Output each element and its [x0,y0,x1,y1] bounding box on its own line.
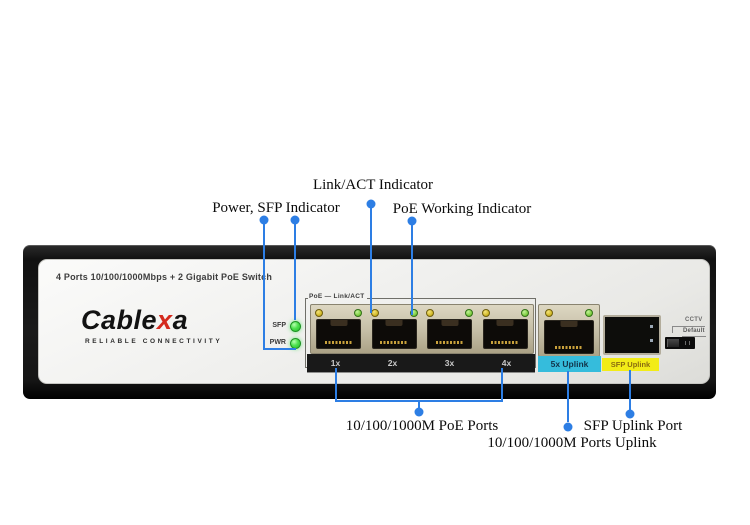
rj45-port-5 [541,307,597,355]
uplink-right-led-icon [585,309,593,317]
callout-dot-sfp [290,215,299,225]
rj45-port-3 [424,307,475,351]
callout-bracket-bottom [334,400,503,402]
sfp-slot-pins [650,325,653,328]
port-label-4x: 4x [501,358,512,368]
rj45-opening [427,319,472,349]
callout-power-sfp-indicator: Power, SFP Indicator [212,200,340,216]
brand-tagline: RELIABLE CONNECTIVITY [85,338,223,345]
port-label-2x: 2x [387,358,398,368]
sfp-port-slot [603,315,661,355]
poe-switch-body: 4 Ports 10/100/1000Mbps + 2 Gigabit PoE … [23,245,716,399]
link-act-led-icon [354,309,362,317]
model-title: 4 Ports 10/100/1000Mbps + 2 Gigabit PoE … [56,272,273,282]
poe-led-icon [315,309,323,317]
mode-dip-switch [665,337,695,349]
rj45-clip-tab [496,320,514,326]
callout-poe-ports: 10/100/1000M PoE Ports [345,418,499,434]
uplink-port-label: 5x Uplink [538,356,601,372]
poe-led-icon [481,309,490,317]
rj45-pins [435,341,464,344]
callout-bracket-stem [417,402,420,409]
uplink-port-cage [538,304,600,357]
rj45-port-4 [480,307,531,351]
callout-dot-uplink-ports [563,422,572,432]
poe-port-group-label: PoE — Link/ACT [308,293,368,300]
callout-link-act-indicator: Link/ACT Indicator [312,177,434,193]
brand-suffix: a [172,305,189,335]
rj45-clip-tab [385,320,403,326]
rj45-pins [380,341,408,344]
callout-dot-poe-ports [414,407,423,417]
dip-switch-tick [685,341,686,345]
callout-line-link-act [370,207,372,313]
callout-line-uplink-ports [566,371,569,422]
rj45-opening [371,319,417,349]
rj45-opening [482,319,528,349]
brand-prefix: Cable [81,305,158,335]
rj45-clip-tab [441,320,458,326]
mode-cctv-bracket-tick [672,326,673,333]
link-act-led-icon [465,309,473,317]
link-act-led-icon [520,309,529,317]
mode-cctv-bracket-line [672,326,705,327]
sfp-port-label: SFP Uplink [602,358,659,371]
poe-led-icon [426,309,434,317]
mode-default-label: Default [683,328,705,334]
callout-dot-sfp-uplink [625,409,634,419]
port-number-strip: 1x 2x 3x 4x [307,354,535,372]
callout-sfp-uplink: SFP Uplink Port [583,418,683,434]
brand-accent-letter: x [157,305,173,335]
rj45-pins [555,346,583,349]
rj45-port-1 [313,307,364,351]
callout-uplink-ports: 10/100/1000M Ports Uplink [487,435,657,451]
port-label-1x: 1x [330,358,341,368]
mode-cctv-label: CCTV [685,317,703,323]
callout-line-power-vertical [262,224,265,350]
uplink-left-led-icon [545,309,553,317]
callout-bracket-left [334,368,337,402]
mode-default-underline [682,336,706,337]
rj45-pins [324,341,353,344]
callout-line-sfp-uplink [628,370,631,410]
rj45-pins [491,341,519,344]
callout-line-poe-working [410,225,413,315]
dip-switch-tick [689,341,690,345]
link-act-led-icon [409,309,418,317]
rj45-clip-tab [330,320,347,326]
callout-dot-poe-working [407,216,416,226]
pwr-led-icon [289,337,301,349]
poe-port-cage [310,304,534,354]
sfp-led-icon [289,320,301,332]
brand-logo: Cablexa [81,307,188,334]
callout-dot-link-act [366,199,376,208]
rj45-opening [544,320,594,354]
rj45-port-2 [369,307,420,351]
port-label-3x: 3x [444,358,455,368]
sfp-led-label: SFP [272,322,286,329]
callout-line-sfp [293,224,296,320]
callout-bracket-right [501,368,503,402]
callout-poe-working-indicator: PoE Working Indicator [392,201,532,217]
poe-led-icon [370,309,379,317]
callout-dot-power [259,215,268,225]
callout-line-power-elbow [262,348,296,350]
switch-faceplate: 4 Ports 10/100/1000Mbps + 2 Gigabit PoE … [38,259,710,384]
dip-switch-knob [667,339,679,347]
rj45-opening [316,319,361,349]
rj45-clip-tab [560,321,578,327]
pwr-led-label: PWR [269,339,286,346]
